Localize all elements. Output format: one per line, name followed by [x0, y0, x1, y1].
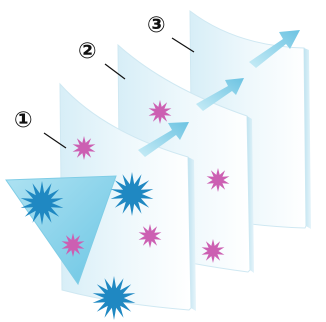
- leader-line-2: [104, 63, 126, 80]
- large-particle-0: [20, 181, 64, 225]
- small-particle-4: [148, 100, 172, 124]
- small-particle-3: [72, 136, 96, 160]
- airflow-arrow-3: [249, 30, 300, 68]
- layer-label-1: ①: [14, 108, 33, 133]
- leader-line-1: [43, 132, 67, 149]
- leader-line-3: [171, 37, 195, 53]
- label-leader-lines: [43, 37, 195, 149]
- large-particle-1: [110, 172, 154, 216]
- layer-label-3: ③: [147, 13, 166, 38]
- airflow-arrow-1: [138, 122, 189, 157]
- layer-label-2: ②: [78, 39, 97, 64]
- small-particle-7: [201, 239, 225, 263]
- small-particle-6: [138, 224, 162, 248]
- small-particle-5: [206, 168, 230, 192]
- small-particle-8: [61, 233, 85, 257]
- airflow-arrow-2: [196, 78, 244, 111]
- particles: [20, 100, 230, 320]
- large-particle-2: [92, 276, 136, 320]
